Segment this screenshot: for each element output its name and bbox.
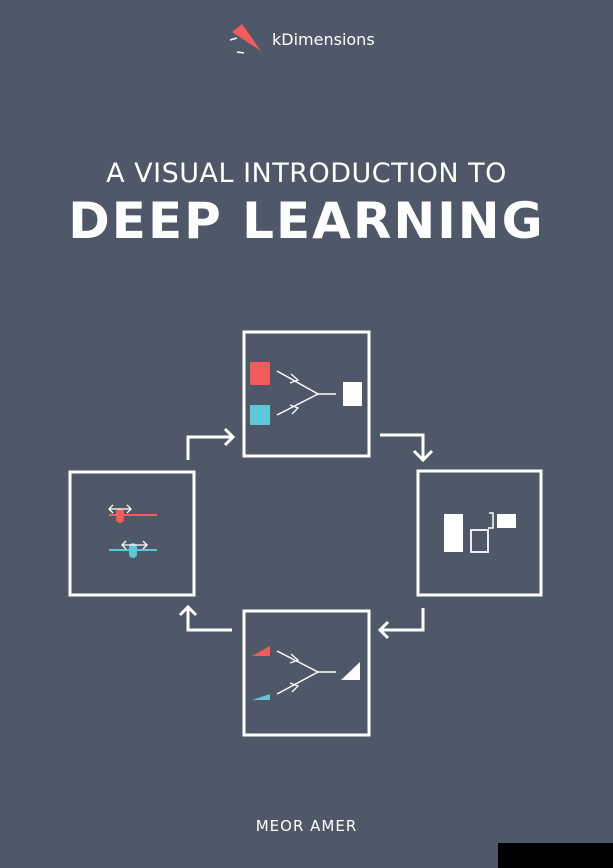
book-title: DEEP LEARNING <box>68 192 545 250</box>
arrow-top-to-right-head <box>412 449 434 463</box>
right-panel-compare-icon <box>416 469 543 597</box>
arrow-bottom-to-left <box>186 607 232 632</box>
author-name: MEOR AMER <box>255 817 358 835</box>
arrow-left-to-top-head <box>223 427 236 447</box>
arrow-top-to-right <box>380 433 425 459</box>
arrow-right-to-bottom <box>380 608 425 632</box>
bottom-panel-weights-icon <box>242 609 371 737</box>
book-subtitle: A VISUAL INTRODUCTION TO <box>106 158 507 189</box>
top-panel-inputs-icon <box>242 330 371 458</box>
arrow-bottom-to-left-head <box>178 604 198 617</box>
cycle-arrows <box>178 427 434 640</box>
black-corner-block <box>498 843 613 868</box>
left-panel-sliders-icon <box>68 470 196 597</box>
triangle-logo-icon <box>229 24 261 54</box>
brand-logo: kDimensions <box>228 22 375 56</box>
arrow-left-to-top <box>186 435 232 460</box>
brand-name: kDimensions <box>272 29 375 49</box>
arrow-right-to-bottom-head <box>377 620 390 640</box>
